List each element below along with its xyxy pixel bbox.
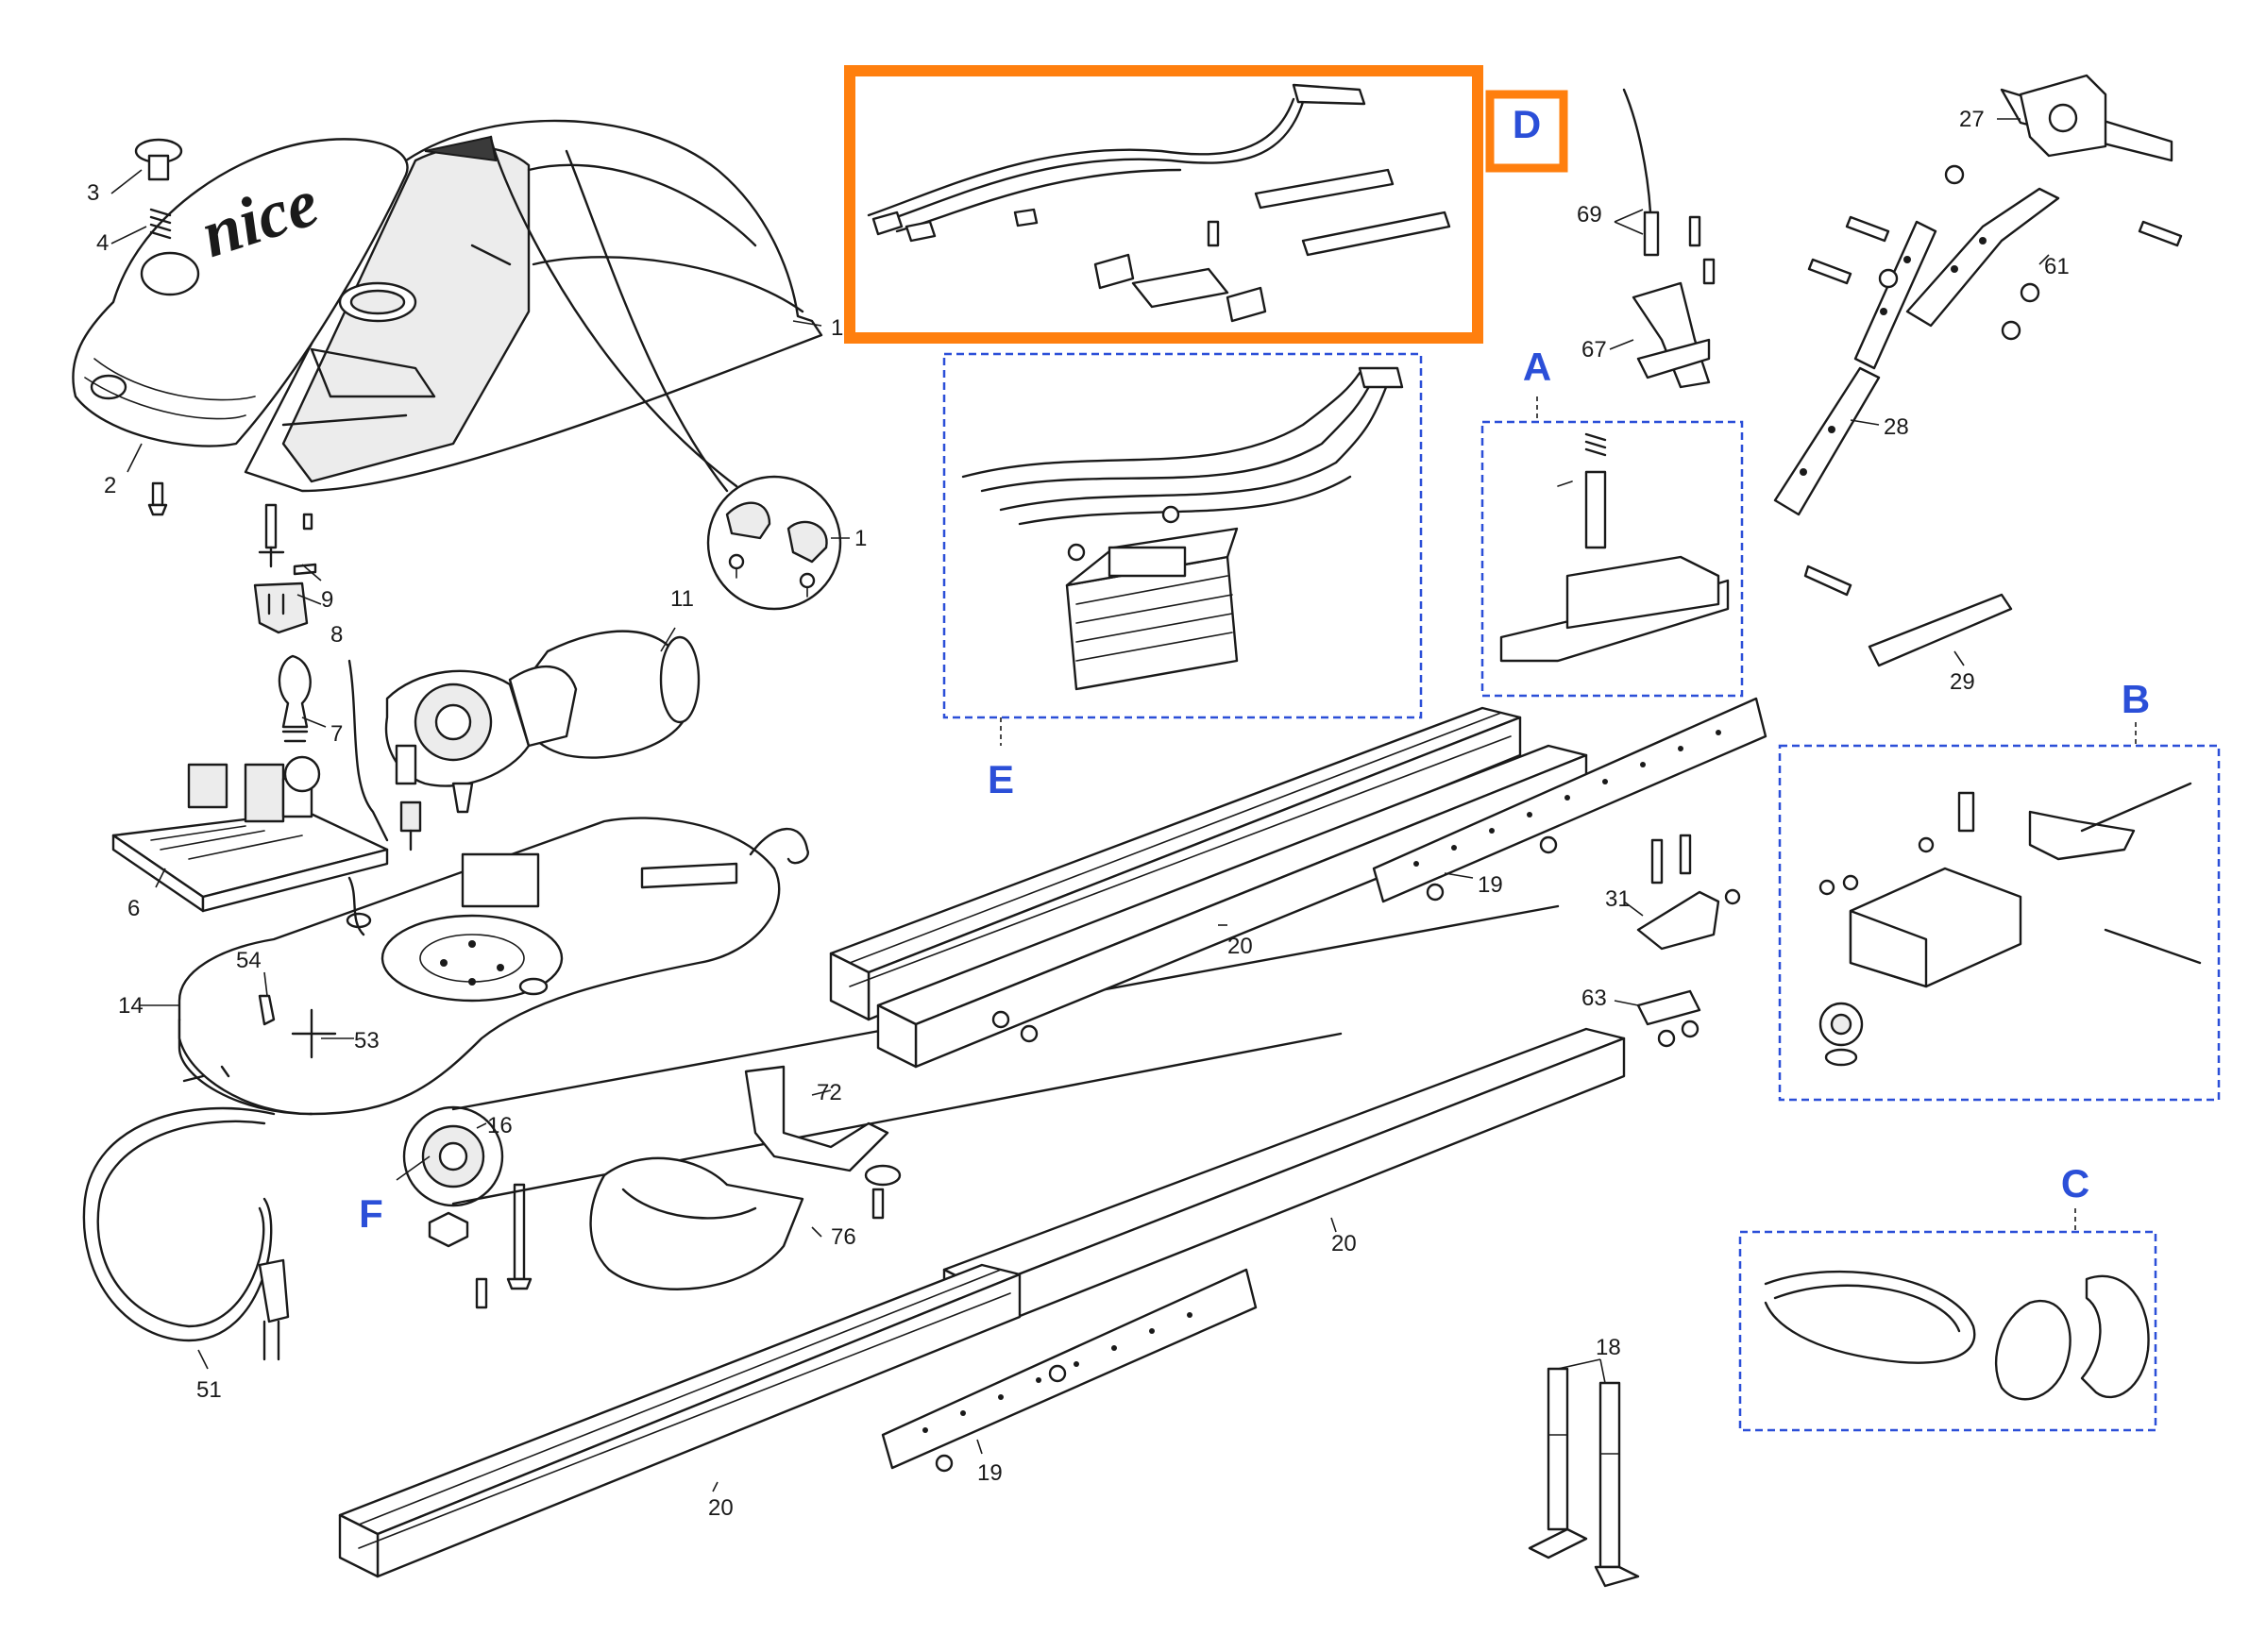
group-b-box — [1778, 744, 2221, 1102]
group-label-b: B — [2122, 677, 2150, 721]
knob-cap[interactable] — [134, 138, 183, 181]
callout-19-upper: 19 — [1478, 872, 1503, 898]
callout-1-clip: 1 — [854, 526, 867, 551]
base-plate[interactable] — [178, 817, 809, 1116]
callout-1-cover: 1 — [831, 315, 843, 341]
group-label-a: A — [1523, 345, 1551, 389]
strap-61[interactable] — [1905, 187, 2060, 328]
callout-2: 2 — [104, 473, 116, 498]
hanger-18[interactable] — [1528, 1367, 1640, 1588]
callout-6: 6 — [127, 896, 140, 921]
callout-27: 27 — [1959, 107, 1985, 132]
capacitor[interactable] — [399, 801, 422, 851]
power-cable[interactable] — [82, 1106, 290, 1361]
chain-guard[interactable] — [589, 1156, 804, 1290]
group-label-d: D — [1513, 102, 1541, 146]
short-bolt[interactable] — [475, 1277, 488, 1309]
long-bolt[interactable] — [506, 1183, 533, 1290]
callout-67: 67 — [1581, 337, 1607, 362]
front-cover[interactable]: nice — [72, 138, 409, 447]
plate-63[interactable] — [1636, 989, 1701, 1048]
callout-19-lower: 19 — [977, 1460, 1003, 1486]
lamp-holder[interactable] — [253, 582, 309, 634]
motor-gear[interactable] — [384, 630, 701, 814]
callout-28: 28 — [1884, 414, 1909, 440]
rail-lower[interactable] — [338, 1263, 1022, 1578]
group-d-wiring[interactable] — [867, 83, 1451, 323]
rail-nuts[interactable] — [935, 835, 1558, 1473]
callout-14: 14 — [118, 993, 144, 1019]
sprocket[interactable] — [402, 1105, 504, 1207]
callout-72: 72 — [817, 1080, 842, 1105]
callout-11: 11 — [670, 586, 694, 612]
lamp-bulb[interactable] — [278, 654, 312, 743]
cable-69[interactable] — [1622, 88, 1716, 285]
callout-53: 53 — [354, 1028, 380, 1054]
callout-54: 54 — [236, 948, 262, 973]
callout-9: 9 — [321, 587, 333, 613]
callout-29: 29 — [1950, 669, 1975, 695]
callout-20-upper: 20 — [1227, 934, 1253, 959]
callout-61: 61 — [2044, 254, 2070, 279]
group-d-tag-box — [1485, 90, 1568, 173]
bolts-right[interactable] — [1803, 164, 2183, 597]
plate-clip-53[interactable] — [291, 1008, 337, 1059]
bracket-72[interactable] — [744, 1065, 902, 1187]
bracket-31[interactable] — [1636, 834, 1741, 951]
rail-upper[interactable] — [829, 706, 1522, 1021]
strap-28[interactable] — [1773, 220, 1937, 516]
callout-8: 8 — [330, 622, 343, 648]
bracket-27[interactable] — [2000, 74, 2173, 162]
group-a-box — [1480, 420, 1744, 698]
plate-screw-54[interactable] — [258, 994, 276, 1026]
rail-middle[interactable] — [942, 1027, 1626, 1333]
callout-18: 18 — [1596, 1335, 1621, 1360]
group-b-shuttle[interactable] — [1818, 782, 2202, 1067]
callout-4: 4 — [96, 230, 109, 256]
spring[interactable] — [149, 208, 172, 240]
mount-67[interactable] — [1632, 281, 1711, 389]
motor-cover[interactable] — [244, 119, 823, 493]
callout-20-middle: 20 — [1331, 1231, 1357, 1256]
callout-20-lower: 20 — [708, 1495, 734, 1521]
callout-3: 3 — [87, 180, 99, 206]
callout-51: 51 — [196, 1377, 222, 1403]
callout-16: 16 — [487, 1113, 513, 1138]
group-c-box — [1738, 1230, 2157, 1432]
group-d-highlight-box — [844, 65, 1483, 344]
group-e-transformer[interactable] — [961, 366, 1404, 691]
callout-31: 31 — [1605, 886, 1631, 912]
bolt-72[interactable] — [871, 1188, 885, 1220]
small-screws-plate[interactable] — [182, 1065, 230, 1083]
terminal-fuse[interactable] — [258, 503, 317, 576]
callout-7: 7 — [330, 721, 343, 747]
control-board[interactable] — [111, 659, 389, 913]
small-screw[interactable] — [147, 481, 168, 516]
group-label-e: E — [988, 757, 1014, 801]
callout-69: 69 — [1577, 202, 1602, 228]
hex-nut[interactable] — [428, 1211, 469, 1248]
inset-clips[interactable] — [706, 475, 842, 611]
group-a-release[interactable] — [1499, 432, 1730, 663]
drilled-bar-lower[interactable] — [881, 1268, 1258, 1470]
group-c-release-cord[interactable] — [1764, 1270, 2150, 1401]
group-e-box — [942, 352, 1423, 719]
drilled-bar-upper[interactable] — [1372, 697, 1767, 903]
group-label-c: C — [2061, 1161, 2089, 1205]
callout-63: 63 — [1581, 986, 1607, 1011]
group-label-f: F — [359, 1191, 383, 1236]
callout-76: 76 — [831, 1224, 856, 1250]
